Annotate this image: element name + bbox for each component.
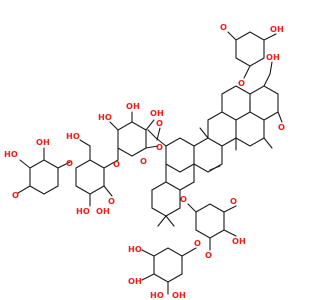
hydroxyl-label: OH	[128, 276, 142, 286]
ring-oxygen-label: O	[230, 196, 237, 206]
ring-oxygen-label: O	[108, 196, 115, 206]
sugar-ring-low-right	[187, 203, 237, 251]
hydroxyl-label: OH	[150, 108, 164, 118]
glycosidic-oxygen-label: O	[205, 250, 212, 260]
ring-oxygen-label: O	[12, 190, 19, 200]
hydroxyl-label: OH	[266, 52, 280, 62]
glycosidic-oxygen-label: O	[113, 159, 120, 169]
hydroxyl-label: HO	[76, 206, 90, 216]
hydroxyl-label: HO	[4, 149, 18, 159]
hydroxyl-label: OH	[172, 290, 186, 300]
ring-oxygen-label: O	[238, 78, 245, 88]
sugar-ring-mid-left	[109, 111, 159, 161]
hydroxyl-label: HO	[66, 131, 80, 141]
skeletal-structure: HO OH O O HO O HO OH O HO OH OH O O O OH…	[4, 22, 285, 300]
ester-oxygen-label: O	[156, 142, 163, 152]
hydroxyl-label: OH	[96, 206, 110, 216]
ring-oxygen-label: O	[194, 238, 201, 248]
sugar-ring-left	[75, 139, 119, 207]
hydroxyl-label: OH	[126, 101, 140, 111]
sugar-ring-right	[227, 31, 277, 79]
hydroxyl-label: OH	[232, 236, 246, 246]
carbonyl-oxygen-label: O	[156, 118, 163, 128]
ring-oxygen-label: O	[140, 156, 147, 166]
hydroxyl-label: OH	[270, 24, 284, 34]
glycosidic-oxygen-label: O	[180, 194, 187, 204]
molecule-canvas: HO OH O O HO O HO OH O HO OH OH O O O OH…	[4, 22, 285, 300]
glycosidic-oxygen-label: O	[66, 158, 73, 168]
hydroxyl-label: HO	[128, 244, 142, 254]
sugar-ring-bottom	[141, 247, 197, 295]
sugar-ring-far-left	[17, 147, 71, 195]
atom-labels: HO OH O O HO O HO OH O HO OH OH O O O OH…	[4, 22, 285, 300]
glycosidic-oxygen-label: O	[220, 22, 227, 32]
hydroxyl-label: HO	[150, 290, 164, 300]
hydroxyl-label: OH	[36, 137, 50, 147]
hydroxyl-label: HO	[98, 112, 112, 122]
glycosidic-oxygen-label: O	[278, 122, 285, 132]
triterpene-core	[147, 61, 283, 227]
